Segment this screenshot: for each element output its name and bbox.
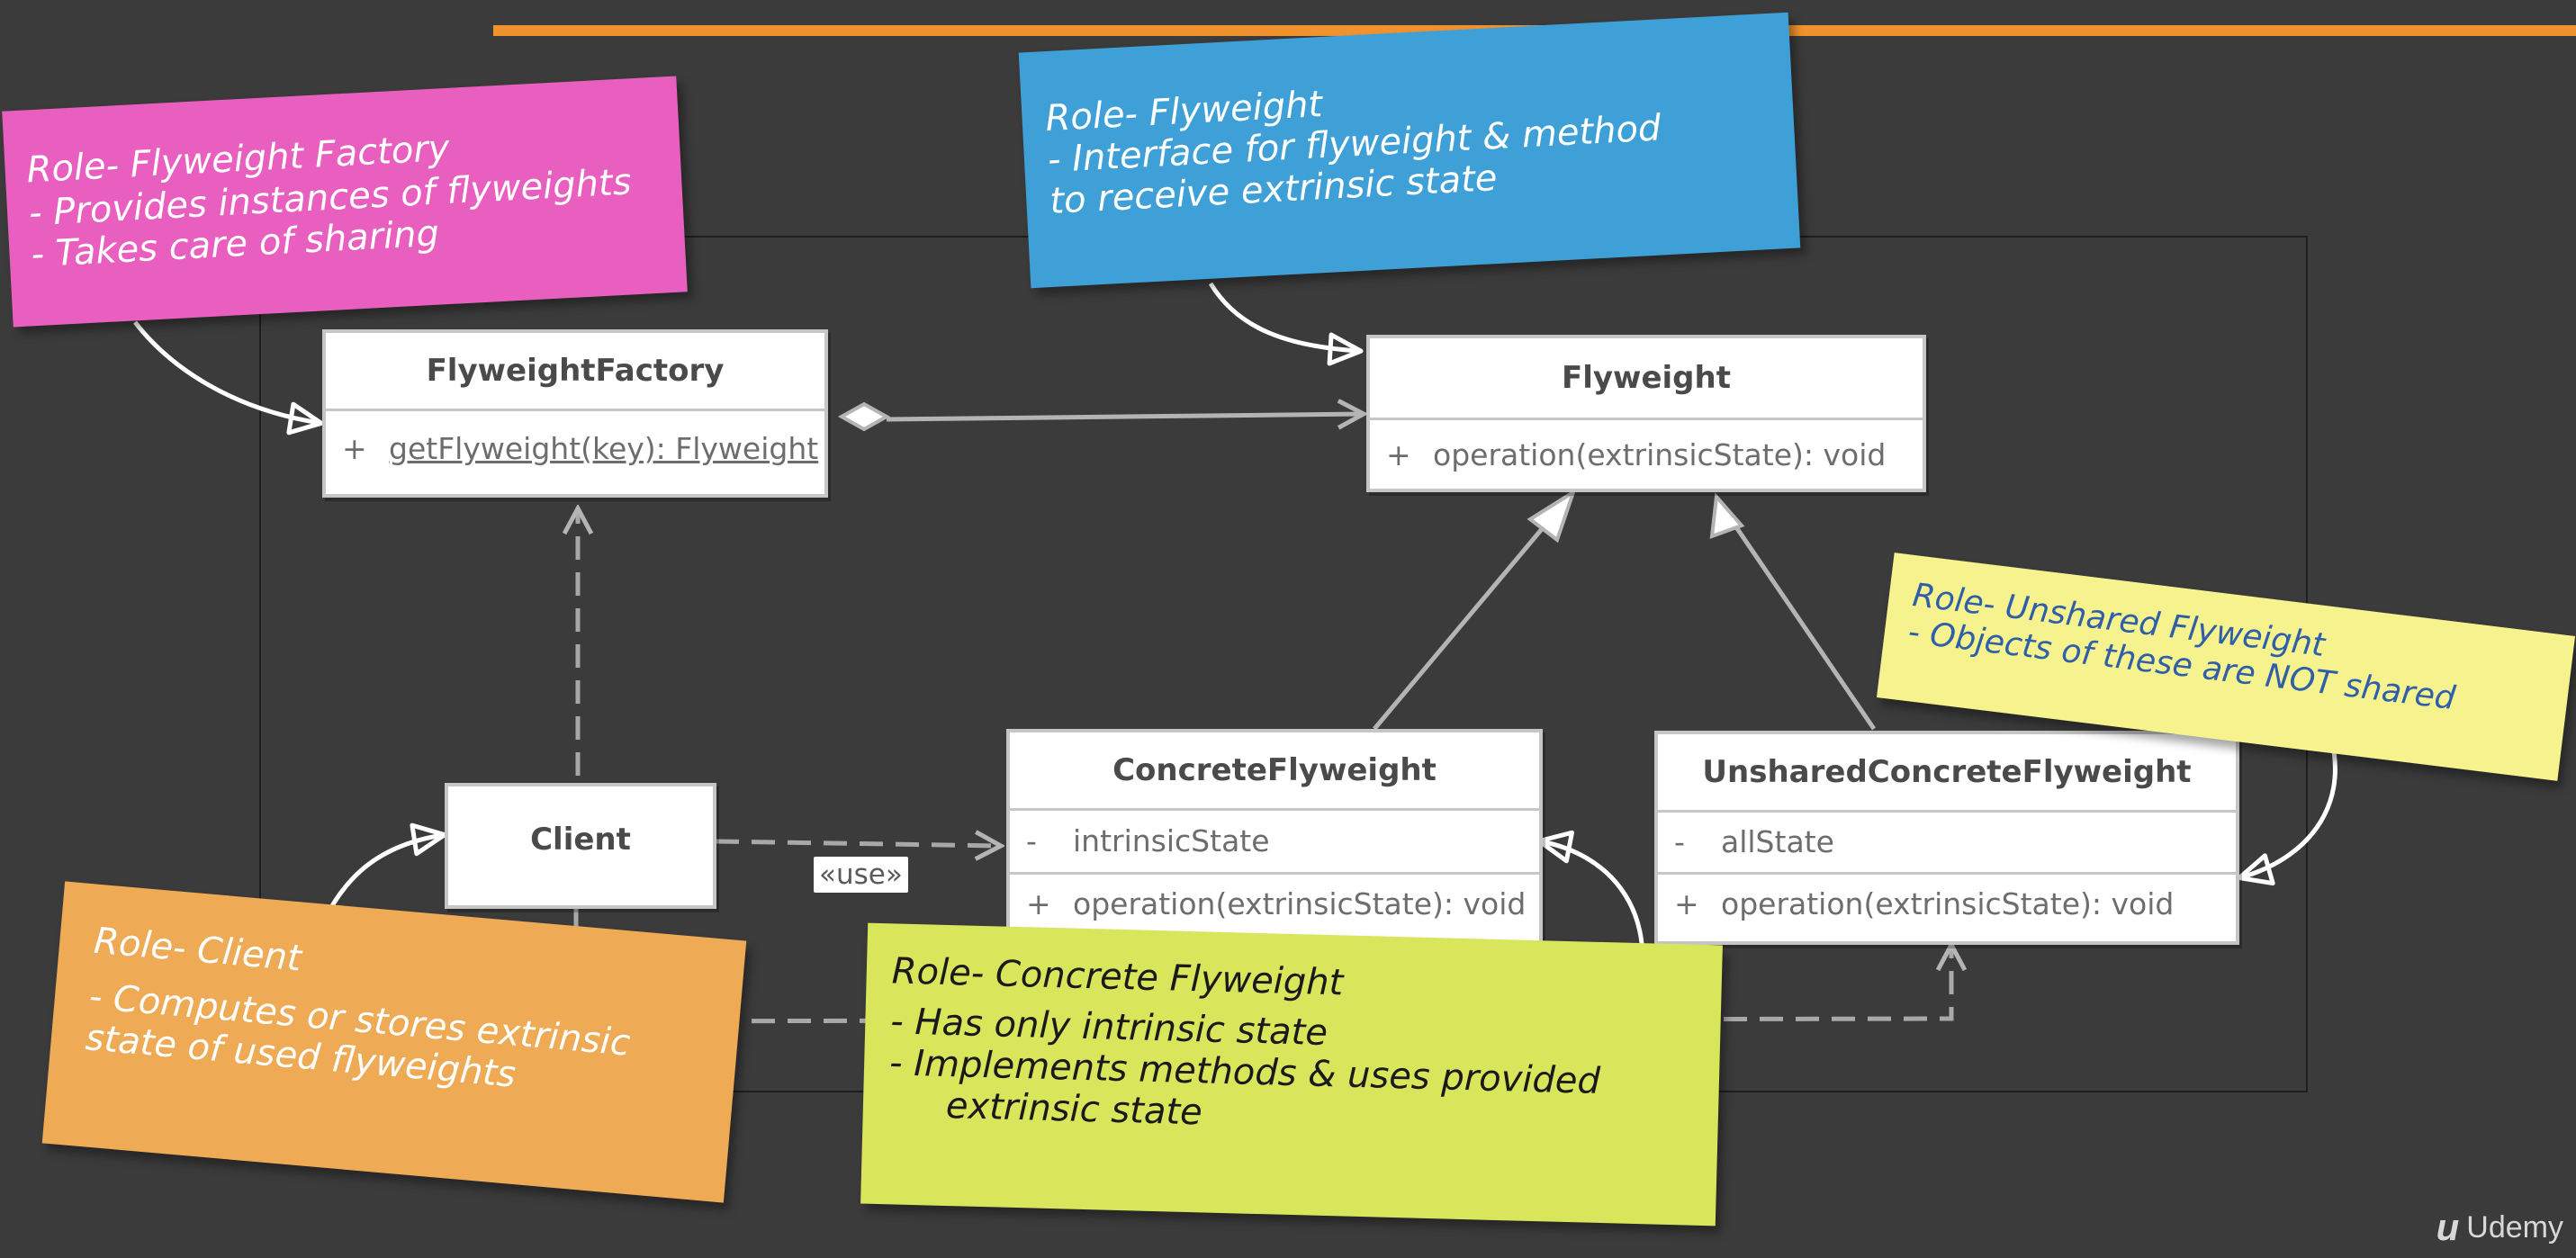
visibility-marker: + — [1674, 886, 1699, 921]
brand-text: Udemy — [2466, 1209, 2563, 1245]
compartment-separator — [326, 409, 824, 411]
class-name: Client — [530, 822, 631, 858]
visibility-marker: + — [342, 431, 367, 466]
attribute-name: intrinsicState — [1073, 823, 1270, 858]
class-attribute: - allState — [1658, 813, 2236, 872]
generalization-concrete — [1373, 488, 1577, 731]
class-attribute: - intrinsicState — [1010, 811, 1539, 872]
udemy-logo-icon: u — [2436, 1206, 2460, 1248]
operation-signature: operation(extrinsicState): void — [1721, 886, 2175, 921]
compartment-separator — [1010, 808, 1539, 811]
note-flyweight: Role- Flyweight - Interface for flyweigh… — [1018, 12, 1801, 289]
generalization-unshared — [1709, 492, 1877, 731]
dependency-client-concrete — [715, 841, 1001, 846]
class-concrete-flyweight: ConcreteFlyweight - intrinsicState + opera… — [1006, 729, 1543, 945]
class-member: + getFlyweight(key): Flyweight — [326, 411, 824, 487]
compartment-separator — [1658, 872, 2236, 875]
visibility-marker: + — [1386, 437, 1411, 472]
class-operation: + operation(extrinsicState): void — [1658, 875, 2236, 934]
note-pointer-unshared — [2237, 737, 2337, 886]
use-stereotype-label: «use» — [814, 857, 908, 893]
compartment-separator — [1010, 872, 1539, 875]
compartment-separator — [1370, 418, 1923, 420]
aggregation-connector — [837, 404, 1364, 432]
note-flyweight-factory: Role- Flyweight Factory - Provides insta… — [2, 76, 688, 328]
class-operation: + operation(extrinsicState): void — [1010, 875, 1539, 934]
class-name: ConcreteFlyweight — [1112, 752, 1437, 788]
udemy-brand: u Udemy — [2436, 1206, 2563, 1249]
attribute-name: allState — [1721, 824, 1834, 859]
class-member: + operation(extrinsicState): void — [1370, 420, 1923, 490]
class-unshared-concrete-flyweight: UnsharedConcreteFlyweight - allState + ope… — [1654, 731, 2239, 945]
note-concrete-flyweight: Role- Concrete Flyweight - Has only intr… — [860, 922, 1723, 1227]
visibility-marker: - — [1674, 824, 1685, 859]
operation-signature: getFlyweight(key): Flyweight — [389, 431, 819, 466]
class-flyweight: Flyweight + operation(extrinsicState): vo… — [1366, 335, 1926, 492]
operation-signature: operation(extrinsicState): void — [1433, 437, 1887, 472]
visibility-marker: + — [1026, 886, 1051, 921]
visibility-marker: - — [1026, 823, 1037, 858]
class-client: Client — [445, 783, 716, 909]
class-flyweight-factory: FlyweightFactory + getFlyweight(key): Fly… — [322, 329, 828, 498]
note-pointer-factory — [133, 320, 324, 436]
note-pointer-flyweight — [1208, 282, 1364, 366]
class-name: FlyweightFactory — [426, 353, 725, 389]
class-name: Flyweight — [1562, 360, 1731, 396]
operation-signature: operation(extrinsicState): void — [1073, 886, 1527, 921]
class-name: UnsharedConcreteFlyweight — [1702, 754, 2192, 790]
compartment-separator — [1658, 810, 2236, 813]
